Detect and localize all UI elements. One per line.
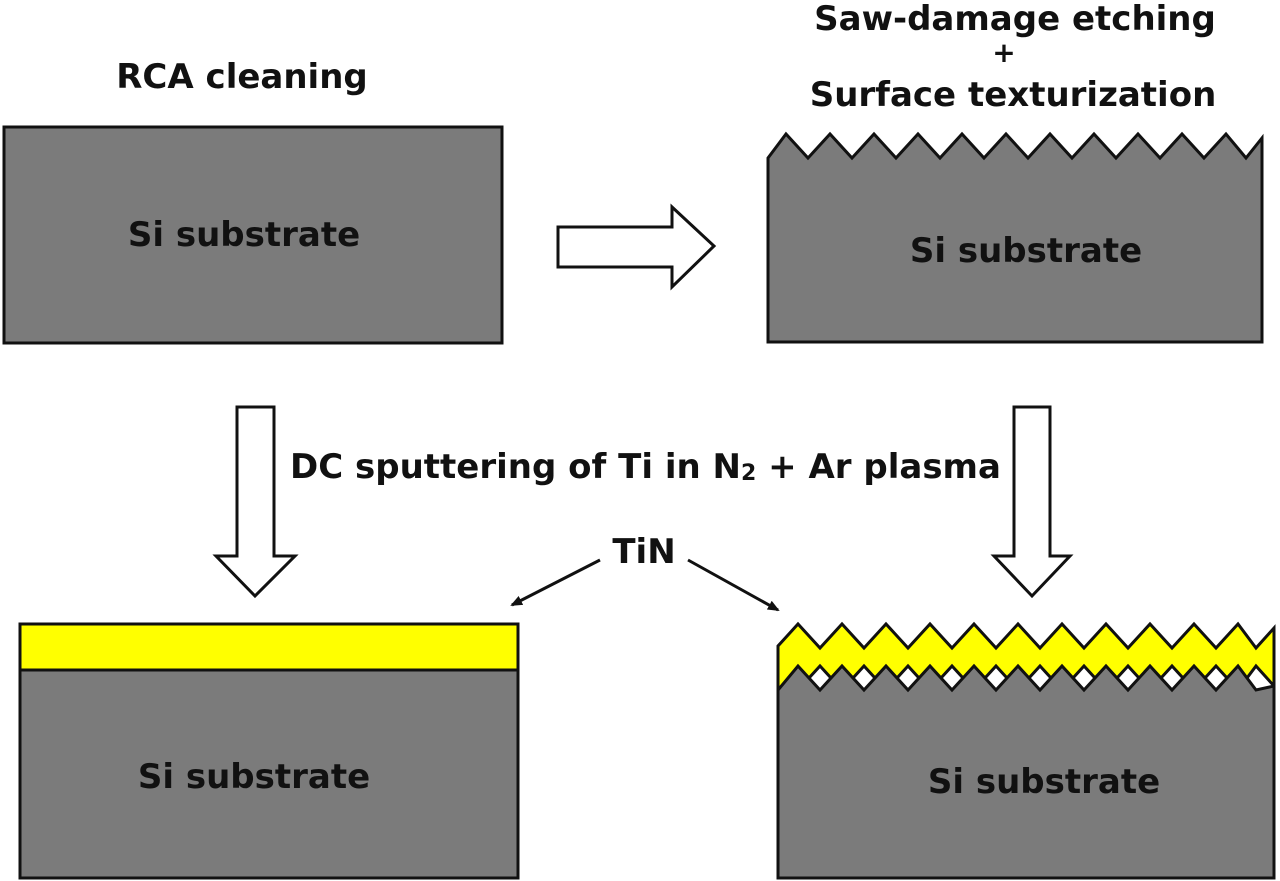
- substrate-label-top-right: Si substrate: [910, 231, 1142, 271]
- right-arrow: [556, 203, 717, 291]
- tin-pointer-left: [510, 558, 601, 607]
- n2-subscript: 2: [741, 461, 756, 486]
- tin-pointer-right: [687, 558, 780, 612]
- down-arrow-right: [990, 405, 1074, 599]
- substrate-label-bottom-left: Si substrate: [138, 757, 370, 797]
- substrate-label-top-left: Si substrate: [128, 215, 360, 255]
- textured-substrate-top-right: [766, 131, 1264, 344]
- down-arrow-left: [212, 405, 299, 599]
- substrate-block-top-left: [2, 125, 504, 345]
- tin-label: TiN: [612, 532, 675, 572]
- substrate-label-bottom-right: Si substrate: [928, 762, 1160, 802]
- rca-cleaning-label: RCA cleaning: [116, 57, 368, 97]
- dc-sputtering-suffix: + Ar plasma: [756, 447, 1001, 487]
- substrate-block-bottom-left: [18, 668, 520, 880]
- tin-layer-bottom-left: [18, 622, 520, 672]
- saw-damage-etching-label: Saw-damage etching: [814, 0, 1216, 39]
- surface-texturization-label: Surface texturization: [810, 75, 1217, 115]
- dc-sputtering-text: DC sputtering of Ti in N: [290, 447, 741, 487]
- textured-substrate-bottom-right: [776, 663, 1276, 880]
- dc-sputtering-label: DC sputtering of Ti in N2 + Ar plasma: [290, 447, 1001, 487]
- plus-label: +: [992, 36, 1015, 69]
